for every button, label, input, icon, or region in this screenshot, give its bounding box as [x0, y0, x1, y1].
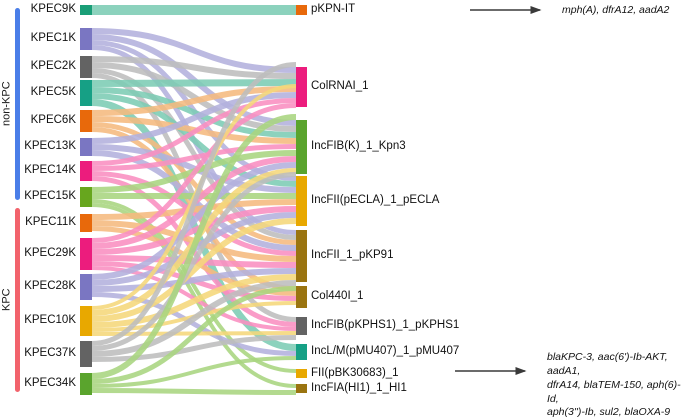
source-node-kpec28k[interactable] [80, 274, 92, 300]
source-label-kpec5k: KPEC5K [30, 86, 76, 98]
target-label-incfii-1-pkp91: IncFII_1_pKP91 [311, 249, 394, 261]
source-node-kpec34k[interactable] [80, 373, 92, 395]
source-label-kpec11k: KPEC11K [25, 216, 76, 228]
source-node-kpec1k[interactable] [80, 28, 92, 50]
target-node-incfia-hi1-1-hi1[interactable] [296, 384, 307, 393]
target-label-fii-pbk30683-1: FII(pBK30683)_1 [311, 366, 399, 379]
source-node-kpec14k[interactable] [80, 161, 92, 181]
source-node-kpec5k[interactable] [80, 80, 92, 106]
target-label-col440i-1: Col440I_1 [311, 290, 364, 302]
source-label-kpec1k: KPEC1K [30, 32, 76, 44]
source-node-kpec9k[interactable] [80, 5, 92, 15]
source-label-kpec29k: KPEC29K [24, 247, 76, 259]
source-node-kpec15k[interactable] [80, 187, 92, 207]
source-label-kpec10k: KPEC10K [24, 314, 76, 326]
source-label-kpec9k: KPEC9K [30, 3, 76, 15]
target-node-incl-m-pmu407-1-pmu407[interactable] [296, 344, 307, 360]
target-label-incfib-k-1-kpn3: IncFIB(K)_1_Kpn3 [311, 140, 406, 152]
source-label-kpec34k: KPEC34K [24, 377, 76, 389]
source-label-kpec13k: KPEC13K [24, 140, 76, 152]
target-node-incfii-1-pkp91[interactable] [296, 230, 307, 282]
source-label-kpec2k: KPEC2K [30, 60, 76, 72]
target-node-pkpn-it[interactable] [296, 5, 307, 15]
group-bar-non-kpc [15, 8, 20, 200]
source-node-kpec11k[interactable] [80, 214, 92, 232]
target-node-col440i-1[interactable] [296, 286, 307, 308]
target-label-incfii-pecla-1-pecla: IncFII(pECLA)_1_pECLA [311, 194, 440, 206]
group-bar-kpc [15, 208, 20, 392]
source-label-kpec6k: KPEC6K [30, 114, 76, 126]
target-node-incfib-k-1-kpn3[interactable] [296, 120, 307, 174]
target-node-incfib-pkphs1-1-pkphs1[interactable] [296, 317, 307, 335]
source-node-kpec13k[interactable] [80, 138, 92, 156]
target-node-fii-pbk30683-1[interactable] [296, 369, 307, 378]
top-annotation: mph(A), dfrA12, aadA2 [562, 4, 670, 16]
target-label-incl-m-pmu407-1-pmu407: IncL/M(pMU407)_1_pMU407 [311, 345, 460, 357]
target-label-incfib-pkphs1-1-pkphs1: IncFIB(pKPHS1)_1_pKPHS1 [311, 319, 460, 331]
source-node-kpec2k[interactable] [80, 56, 92, 78]
bottom-annotation: blaKPC-3, aac(6')-Ib-AKT, aadA1, dfrA14,… [547, 351, 681, 419]
target-label-colrnai-1: ColRNAI_1 [311, 80, 369, 92]
target-node-colrnai-1[interactable] [296, 67, 307, 107]
target-label-pkpn-it: pKPN-IT [311, 3, 356, 15]
source-node-kpec29k[interactable] [80, 238, 92, 270]
target-label-incfia-hi1-1-hi1: IncFIA(HI1)_1_HI1 [311, 381, 407, 394]
source-label-kpec28k: KPEC28K [24, 280, 76, 292]
source-node-kpec37k[interactable] [80, 341, 92, 367]
source-label-kpec14k: KPEC14K [24, 164, 76, 176]
source-label-kpec37k: KPEC37K [24, 347, 76, 359]
annotation-arrows [455, 6, 542, 375]
target-node-incfii-pecla-1-pecla[interactable] [296, 176, 307, 226]
source-label-kpec15k: KPEC15K [24, 190, 76, 202]
source-node-kpec6k[interactable] [80, 110, 92, 132]
source-node-kpec10k[interactable] [80, 306, 92, 336]
